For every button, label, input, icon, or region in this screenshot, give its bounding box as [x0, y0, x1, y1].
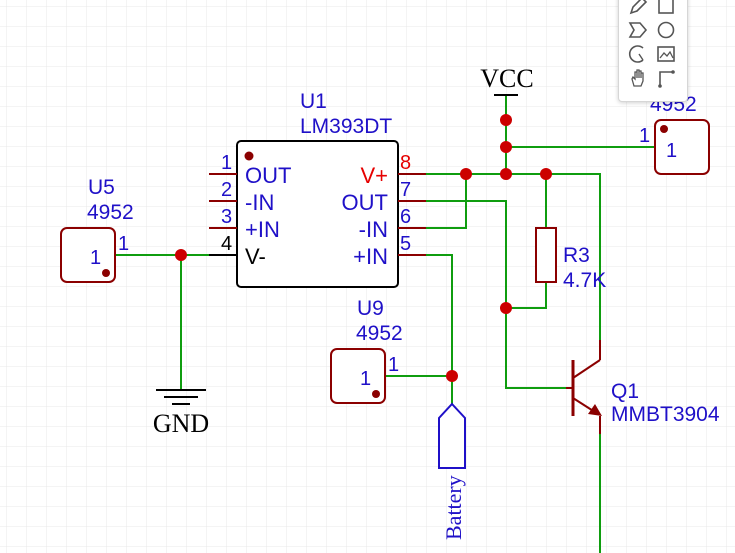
u9-designator: U9	[357, 297, 384, 320]
junction-dot	[446, 370, 458, 382]
u1-pin-number-3: 3	[221, 206, 232, 228]
gnd-symbol[interactable]: GND	[153, 389, 209, 438]
u1-designator: U1	[300, 90, 327, 113]
u1-pin-name-plus-in-left: +IN	[245, 217, 280, 242]
pencil-icon[interactable]	[627, 0, 649, 17]
u1-pin-name-minus-in-left: -IN	[245, 190, 274, 215]
q1-transistor[interactable]: Q1 MMBT3904	[566, 340, 720, 434]
gnd-label: GND	[153, 409, 209, 438]
hand-pan-icon[interactable]	[627, 67, 649, 89]
junction-dot	[500, 168, 512, 180]
polyline-icon[interactable]	[655, 67, 677, 89]
image-icon[interactable]	[655, 43, 677, 65]
q1-designator: Q1	[611, 380, 639, 403]
battery-net-port[interactable]: Battery	[438, 402, 466, 540]
junctions	[175, 114, 552, 382]
u1-pin-number-5: 5	[400, 233, 411, 255]
u9-part: 4952	[356, 322, 403, 345]
junction-dot	[500, 114, 512, 126]
u5-connector[interactable]: U5 4952 1 1	[60, 176, 134, 283]
u5-part: 4952	[87, 201, 134, 224]
u9-pin-dot	[372, 390, 380, 398]
r3-designator: R3	[563, 244, 590, 267]
u1-right-pins	[398, 173, 426, 256]
u1-pin-number-7: 7	[400, 179, 411, 201]
u1-pin-name-out-right: OUT	[342, 190, 388, 215]
battery-label: Battery	[441, 475, 466, 540]
u5-designator: U5	[88, 176, 115, 199]
u1-pin-name-vplus: V+	[360, 163, 388, 188]
u9-connector[interactable]: U9 4952 1 1	[330, 297, 403, 404]
rectangle-icon[interactable]	[655, 0, 677, 17]
junction-dot	[540, 168, 552, 180]
u1-pin-name-out-left: OUT	[245, 163, 291, 188]
u9-pin-number: 1	[388, 354, 399, 376]
u5-pin-dot	[102, 269, 110, 277]
circle-icon[interactable]	[655, 19, 677, 41]
junction-dot	[500, 302, 512, 314]
junction-dot	[460, 168, 472, 180]
junction-dot	[500, 141, 512, 153]
wire-out-to-base	[398, 200, 566, 389]
u1-body	[236, 140, 399, 288]
connector-top-right-pin-number: 1	[639, 125, 650, 147]
arc-icon[interactable]	[627, 43, 649, 65]
drawing-tools-palette	[618, 0, 688, 102]
u1-pin1-dot	[244, 151, 254, 161]
junction-dot	[175, 249, 187, 261]
connector-top-right-pin-label: 1	[666, 140, 677, 162]
wire-r3-right	[506, 282, 547, 309]
u1-pin-number-4: 4	[221, 233, 232, 255]
u1-ic[interactable]: U1 LM393DT 1 2 3 4 OUT -IN +IN V- 8 7 6 …	[209, 90, 426, 288]
u1-pin-name-vminus: V-	[245, 244, 266, 269]
vcc-label: VCC	[480, 64, 533, 93]
r3-resistor[interactable]: R3 4.7K	[535, 227, 606, 292]
r3-value: 4.7K	[563, 269, 606, 292]
tag-shape-icon[interactable]	[627, 19, 649, 41]
u9-pin-label: 1	[360, 368, 371, 390]
u1-left-pins	[209, 173, 237, 256]
u1-pin-number-2: 2	[221, 179, 232, 201]
u1-pin-name-minus-in-right: -IN	[359, 217, 388, 242]
u1-part: LM393DT	[300, 115, 392, 138]
u1-pin-number-8: 8	[400, 152, 411, 174]
emitter-arrow-icon	[588, 404, 602, 416]
u1-pin-name-plus-in-right: +IN	[353, 244, 388, 269]
u1-pin-number-1: 1	[221, 152, 232, 174]
vcc-symbol[interactable]: VCC	[480, 64, 534, 96]
u5-pin-number: 1	[118, 233, 129, 255]
q1-part: MMBT3904	[611, 403, 720, 426]
u1-pin-number-6: 6	[400, 206, 411, 228]
connector-pin-dot	[660, 125, 668, 133]
u5-pin-label: 1	[90, 247, 101, 269]
